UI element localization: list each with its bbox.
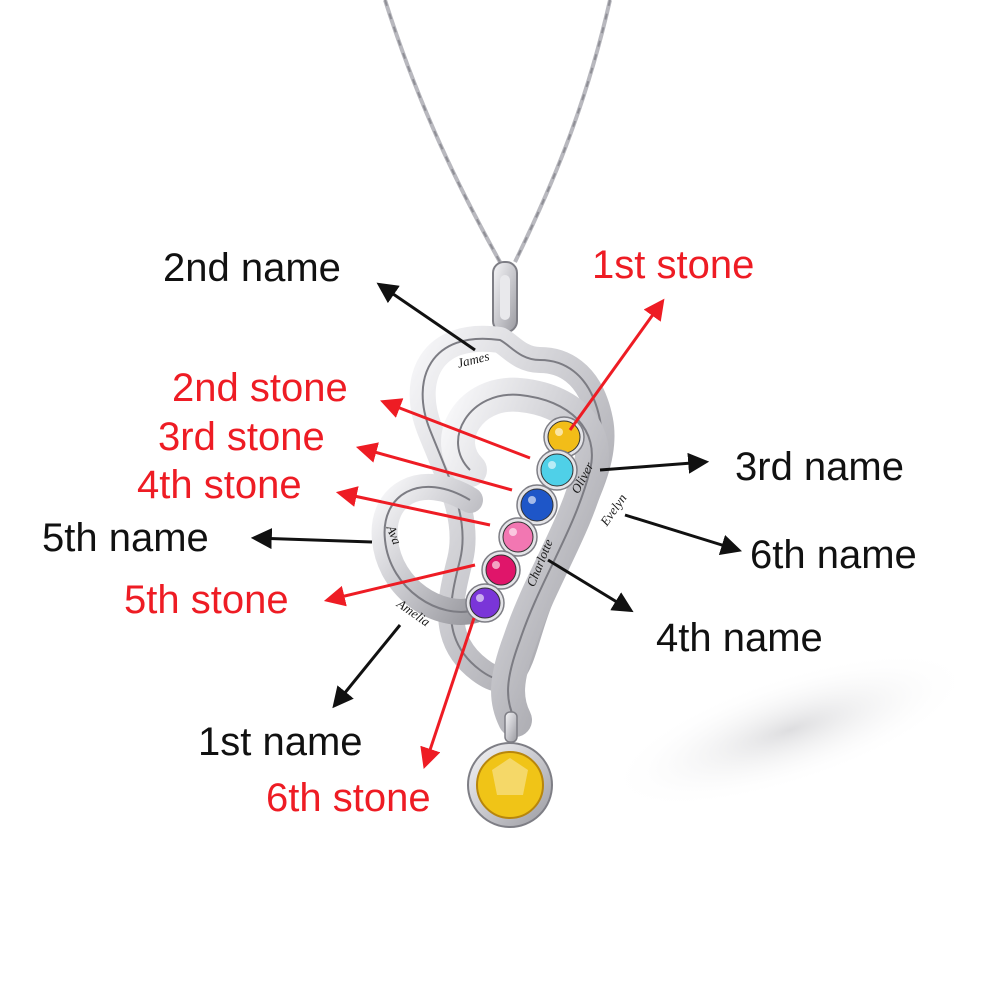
label-3rd-name: 3rd name (735, 445, 904, 489)
stones (465, 416, 585, 623)
stone-1 (547, 420, 581, 454)
stone-extra-highlight (476, 594, 484, 602)
pendant-shadow (608, 651, 972, 809)
chain-links (384, 0, 611, 263)
arrow-1st-name (332, 624, 402, 709)
label-4th-name: 4th name (656, 616, 823, 660)
arrow-6th-name (624, 513, 743, 556)
arrow-3rd-name (599, 452, 710, 474)
stone-4-highlight (509, 528, 517, 536)
label-2nd-stone: 2nd stone (172, 366, 348, 410)
label-1st-stone: 1st stone (592, 243, 755, 287)
stone-extra (469, 587, 501, 619)
stone-3 (520, 488, 554, 522)
arrow-3rd-stone (355, 442, 513, 492)
stone-5 (485, 554, 517, 586)
drop-stone (476, 751, 544, 819)
arrow-6th-stone (420, 617, 476, 769)
stone-2-highlight (548, 461, 556, 469)
label-3rd-stone: 3rd stone (158, 415, 325, 459)
label-5th-name: 5th name (42, 516, 209, 560)
stone-3-highlight (528, 496, 536, 504)
stone-5-highlight (492, 561, 500, 569)
stone-arrows (323, 298, 665, 769)
stone-4 (502, 521, 534, 553)
stone-2 (540, 453, 574, 487)
chain (383, 0, 612, 263)
name-arrows (250, 282, 743, 709)
arrow-4th-name (547, 558, 634, 613)
arrow-5th-name (250, 528, 373, 550)
arrow-1st-stone (568, 298, 665, 431)
drop-connector (504, 711, 518, 743)
label-6th-stone: 6th stone (266, 776, 431, 820)
stone-1-highlight (555, 428, 563, 436)
arrow-5th-stone (323, 563, 476, 607)
label-2nd-name: 2nd name (163, 246, 341, 290)
label-5th-stone: 5th stone (124, 578, 289, 622)
label-6th-name: 6th name (750, 533, 917, 577)
arrow-2nd-name (376, 282, 476, 352)
label-4th-stone: 4th stone (137, 463, 302, 507)
arrow-2nd-stone (380, 398, 531, 460)
label-1st-name: 1st name (198, 720, 363, 764)
arrow-4th-stone (335, 486, 491, 527)
